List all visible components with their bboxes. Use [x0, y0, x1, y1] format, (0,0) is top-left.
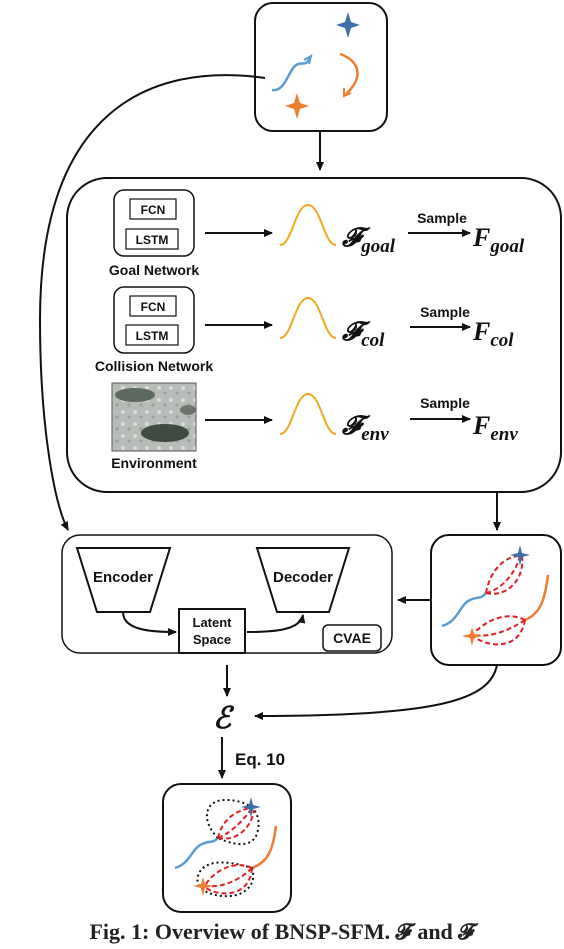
energy-symbol: ℰ: [213, 702, 235, 735]
collision-lstm-label: LSTM: [136, 329, 169, 343]
latent-line1: Latent: [193, 615, 233, 630]
figure-caption: Fig. 1: Overview of BNSP-SFM. 𝓕 and 𝓕: [89, 920, 475, 944]
blue-goal-star: [336, 12, 360, 38]
collision-fcn-label: FCN: [141, 300, 166, 314]
feature-network-box: FCN LSTM Goal Network FCN LSTM Collision…: [66, 177, 562, 493]
svg-text:Fgoal: Fgoal: [472, 223, 525, 257]
environment-module: Environment: [111, 382, 197, 471]
input-trajectory-panel: [254, 2, 388, 132]
decoder-label: Decoder: [273, 569, 333, 586]
col-sample-label: Sample: [420, 304, 470, 320]
svg-text:Fcol: Fcol: [472, 317, 514, 351]
goal-fcn-label: FCN: [141, 203, 166, 217]
blue-energy-contour: [205, 798, 260, 846]
goal-network-module: FCN LSTM Goal Network: [109, 189, 199, 278]
cvae-tag-box: [322, 624, 382, 652]
latent-line2: Space: [193, 632, 231, 647]
orange-energy-contour: [196, 861, 255, 898]
env-distribution: 𝓕env Sample Fenv: [341, 395, 518, 445]
goal-sample-label: Sample: [417, 210, 467, 226]
col-gaussian: [279, 296, 337, 339]
sampled-to-energy-arrow: [254, 664, 498, 720]
goal-distribution: 𝓕goal Sample Fgoal: [341, 210, 525, 257]
cvae-box: Encoder Decoder Latent Space CVAE: [61, 534, 393, 654]
orange-trajectory: [339, 52, 359, 96]
equation-label: Eq. 10: [235, 750, 285, 769]
bypass-arrow: [38, 74, 266, 531]
latent-space-box: [178, 608, 246, 654]
decoder-trapezoid: [255, 547, 351, 613]
encoder-trapezoid: [75, 547, 172, 613]
col-distribution: 𝓕col Sample Fcol: [341, 304, 514, 351]
collision-network-label: Collision Network: [95, 358, 213, 374]
environment-label: Environment: [111, 455, 197, 471]
orange-goal-star: [285, 93, 309, 119]
sampled-trajectories-panel: [430, 534, 562, 666]
result-panel: [162, 783, 292, 913]
env-sample-label: Sample: [420, 395, 470, 411]
goal-gaussian: [279, 203, 337, 246]
svg-text:Fenv: Fenv: [472, 411, 518, 445]
collision-network-module: FCN LSTM Collision Network: [95, 286, 213, 374]
blue-trajectory: [271, 57, 312, 92]
goal-network-label: Goal Network: [109, 262, 199, 278]
encoder-label: Encoder: [93, 569, 153, 586]
goal-lstm-label: LSTM: [136, 233, 169, 247]
cvae-tag: CVAE: [333, 630, 371, 646]
env-gaussian: [279, 392, 337, 435]
